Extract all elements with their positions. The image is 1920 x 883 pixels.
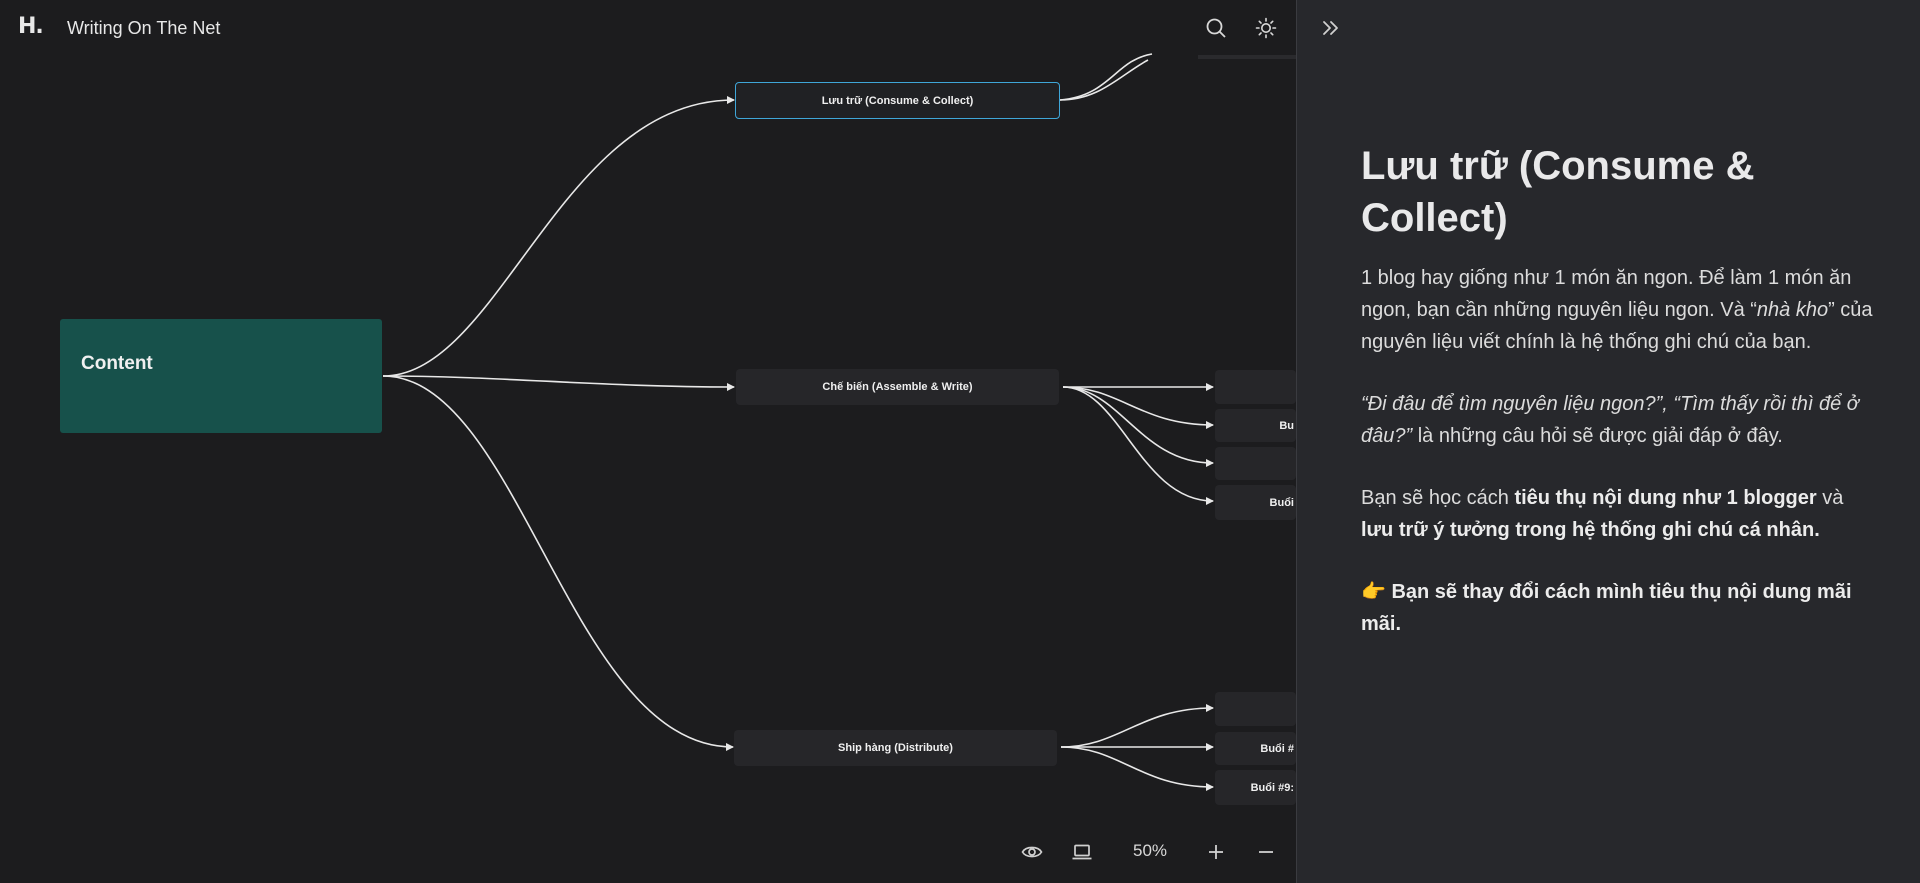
offscreen-node-edge xyxy=(1198,55,1296,59)
mindmap-canvas[interactable]: Content Lưu trữ (Consume & Collect) Chế … xyxy=(0,0,1296,883)
mindmap-edges xyxy=(382,53,1214,791)
edge-luu-tru-up-2 xyxy=(1059,59,1149,101)
root-node-label: Content xyxy=(81,353,153,374)
paragraph-4: 👉 Bạn sẽ thay đổi cách mình tiêu thụ nội… xyxy=(1361,576,1881,640)
text-run: là những câu hỏi sẽ được giải đáp ở đây. xyxy=(1412,425,1783,447)
branch-label: Lưu trữ (Consume & Collect) xyxy=(821,94,974,107)
text-run: Bạn sẽ học cách xyxy=(1361,487,1515,509)
top-bar: H. Writing On The Net xyxy=(0,0,1296,56)
child-node[interactable]: Bu xyxy=(1215,409,1296,442)
bold-text: tiêu thụ nội dung như 1 blogger xyxy=(1514,487,1817,509)
minus-icon[interactable] xyxy=(1252,838,1280,866)
child-node[interactable]: Buổi # xyxy=(1215,732,1296,765)
panel-title: Lưu trữ (Consume & Collect) xyxy=(1361,144,1755,240)
search-icon[interactable] xyxy=(1202,14,1230,42)
pointing-hand-icon: 👉 xyxy=(1361,581,1386,603)
branch-label: Chế biến (Assemble & Write) xyxy=(822,381,973,393)
italic-text: “Đi đâu để tìm nguyên liệu ngon?”, “Tìm … xyxy=(1361,393,1859,447)
app-title: Writing On The Net xyxy=(67,18,221,38)
text-run: 1 blog hay giống như 1 món ăn ngon. Để l… xyxy=(1361,267,1852,321)
child-label: Buổi xyxy=(1269,496,1294,509)
child-node[interactable] xyxy=(1215,370,1296,404)
laptop-icon[interactable] xyxy=(1068,838,1096,866)
paragraph-2: “Đi đâu để tìm nguyên liệu ngon?”, “Tìm … xyxy=(1361,388,1881,452)
edge-ship-child-3 xyxy=(1060,746,1214,791)
child-label: Buổi #9: xyxy=(1250,781,1294,794)
bold-text: lưu trữ ý tưởng trong hệ thống ghi chú c… xyxy=(1361,519,1820,541)
edge-che-bien-child-2 xyxy=(1062,386,1214,429)
panel-body: 1 blog hay giống như 1 món ăn ngon. Để l… xyxy=(1361,262,1881,670)
edge-ship-child-1 xyxy=(1060,704,1214,748)
app-logo[interactable]: H. xyxy=(18,14,44,39)
branch-node-che-bien[interactable]: Chế biến (Assemble & Write) xyxy=(736,369,1059,405)
bold-text: Bạn sẽ thay đổi cách mình tiêu thụ nội d… xyxy=(1361,581,1852,635)
edge-che-bien-child-3 xyxy=(1062,386,1214,467)
sun-icon[interactable] xyxy=(1252,14,1280,42)
edge-luu-tru-up-1 xyxy=(1059,53,1153,101)
child-node[interactable]: Buổi #9: xyxy=(1215,770,1296,805)
child-node[interactable] xyxy=(1215,447,1296,480)
detail-panel: Lưu trữ (Consume & Collect) 1 blog hay g… xyxy=(1296,0,1920,883)
edge-root-to-che-bien xyxy=(382,375,735,391)
child-node[interactable] xyxy=(1215,692,1296,726)
plus-icon[interactable] xyxy=(1202,838,1230,866)
child-label: Bu xyxy=(1279,419,1294,432)
branch-node-luu-tru[interactable]: Lưu trữ (Consume & Collect) xyxy=(735,82,1060,119)
child-label: Buổi # xyxy=(1260,742,1294,755)
edge-root-to-luu-tru xyxy=(382,96,735,377)
paragraph-1: 1 blog hay giống như 1 món ăn ngon. Để l… xyxy=(1361,262,1881,358)
child-node[interactable]: Buổi xyxy=(1215,485,1296,520)
double-chevron-right-icon[interactable] xyxy=(1317,14,1345,42)
paragraph-3: Bạn sẽ học cách tiêu thụ nội dung như 1 … xyxy=(1361,482,1881,546)
text-run: và xyxy=(1816,487,1844,509)
branch-node-ship-hang[interactable]: Ship hàng (Distribute) xyxy=(734,730,1057,766)
edge-root-to-ship-hang xyxy=(382,375,734,751)
branch-label: Ship hàng (Distribute) xyxy=(838,742,953,754)
edge-che-bien-child-4 xyxy=(1062,386,1214,505)
italic-text: nhà kho xyxy=(1756,299,1829,321)
root-node[interactable]: Content xyxy=(60,319,382,433)
text-run: ” của nguyên liệu viết chính là hệ thống… xyxy=(1361,299,1873,353)
zoom-level: 50% xyxy=(1132,841,1168,860)
eye-icon[interactable] xyxy=(1018,838,1046,866)
